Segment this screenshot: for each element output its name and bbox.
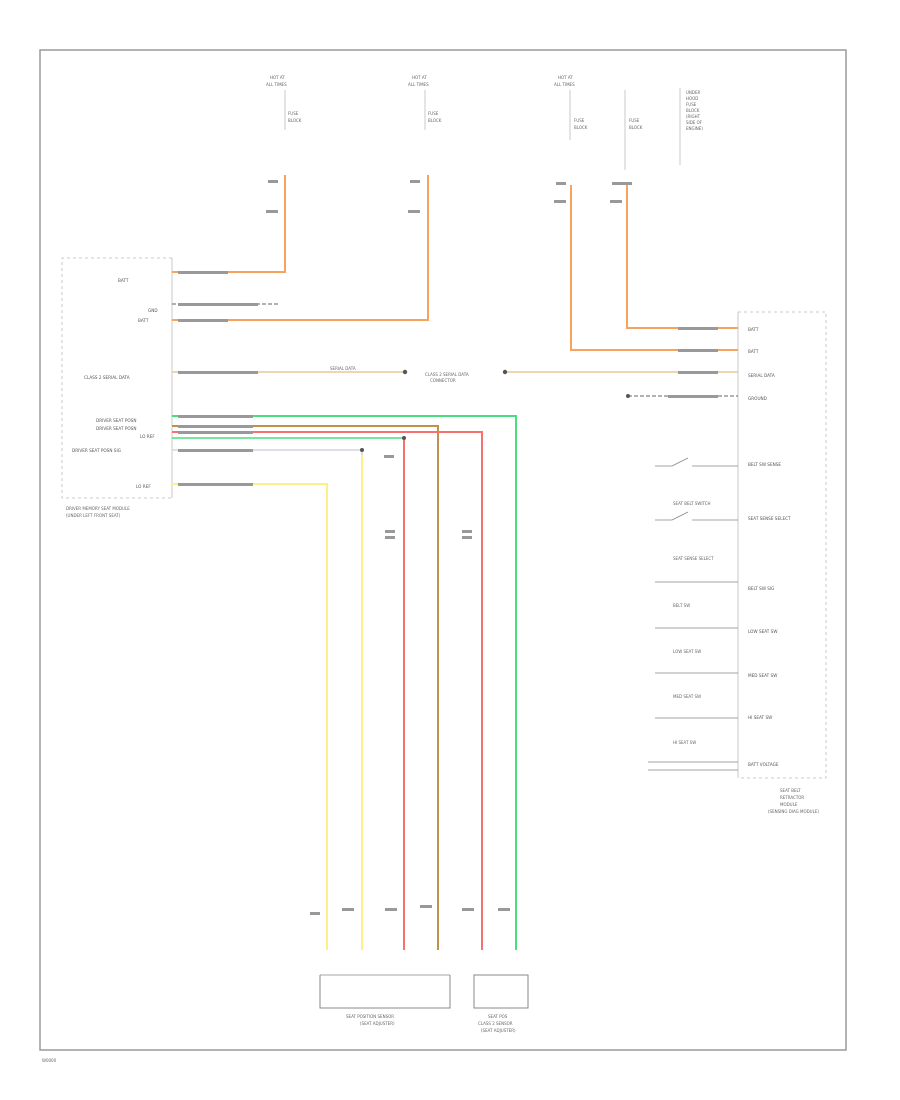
fuse-3-sub: ALL TIMES	[554, 82, 575, 87]
splice-label-left: SERIAL DATA	[330, 366, 356, 371]
left-pin-batt: BATT	[118, 278, 129, 283]
right-pin-serial: SERIAL DATA	[748, 373, 775, 378]
splice-dot-gray	[360, 448, 364, 452]
right-module-name-2: RETRACTOR	[780, 795, 804, 800]
splice-dot-left	[402, 369, 408, 375]
right-pin-belt-sense: BELT SW SENSE	[748, 462, 781, 467]
fuse-3-header: HOT AT	[558, 75, 573, 80]
wire-red-2	[172, 431, 483, 950]
wire-yellow-1	[172, 483, 328, 950]
fuse-3-name: FUSE	[574, 118, 585, 123]
fuse-1-name: FUSE	[288, 111, 299, 116]
sensor-2-name-2: CLASS 2 SENSOR	[478, 1021, 513, 1026]
fuse-4-loc: BLOCK	[629, 125, 643, 130]
fuse-2-header: HOT AT	[412, 75, 427, 80]
right-module-name-1: SEAT BELT	[780, 788, 801, 793]
fuse-1-sub: ALL TIMES	[266, 82, 287, 87]
driver-memory-seat-module: BATT GND BATT CLASS 2 SERIAL DATA DRIVER…	[61, 257, 173, 518]
splice-labels: CLASS 2 SERIAL DATA CONNECTOR SERIAL DAT…	[330, 366, 469, 383]
wire-orange-4	[626, 185, 738, 329]
left-module-name: DRIVER MEMORY SEAT MODULE	[66, 506, 130, 511]
splice-points	[360, 369, 630, 452]
switch-label-med: MED SEAT SW	[673, 694, 701, 699]
note-line-7: ENGINE)	[686, 126, 703, 131]
left-pin-gnd: GND	[148, 308, 158, 313]
right-pin-batt-2: BATT	[748, 349, 759, 354]
fuse-2-loc: BLOCK	[428, 118, 442, 123]
sensor-1-location: (SEAT ADJUSTER)	[360, 1021, 395, 1026]
note-line-6: SIDE OF	[686, 120, 703, 125]
right-module-name-3: MODULE	[780, 802, 798, 807]
fuse-2: HOT AT ALL TIMES FUSE BLOCK	[408, 75, 442, 130]
fuse-2-name: FUSE	[428, 111, 439, 116]
fuse-2-sub: ALL TIMES	[408, 82, 429, 87]
switch-label-low: LOW SEAT SW	[673, 649, 701, 654]
left-pin-posn-2: DRIVER SEAT POSN	[96, 426, 136, 431]
splice-dot-green	[402, 436, 406, 440]
left-pin-posn-1: DRIVER SEAT POSN	[96, 418, 136, 423]
wire-orange-2	[172, 175, 429, 321]
note-line-5: (RIGHT	[686, 114, 701, 119]
fuse-block-note: UNDER HOOD FUSE BLOCK (RIGHT SIDE OF ENG…	[679, 88, 703, 165]
left-module-location: (UNDER LEFT FRONT SEAT)	[66, 513, 121, 518]
seat-switches	[648, 457, 738, 771]
diagram-frame	[39, 49, 847, 1051]
left-pin-serial: CLASS 2 SERIAL DATA	[84, 375, 130, 380]
seat-pos-class2-sensor: SEAT POS CLASS 2 SENSOR (SEAT ADJUSTER)	[473, 974, 529, 1033]
right-pin-batt-volt: BATT VOLTAGE	[748, 762, 779, 767]
fuse-4-name: FUSE	[629, 118, 640, 123]
sensor-2-location: (SEAT ADJUSTER)	[481, 1028, 516, 1033]
left-pin-batt-2: BATT	[138, 318, 149, 323]
right-pin-ground: GROUND	[748, 396, 767, 401]
diagram-id: W0000	[42, 1058, 57, 1063]
right-pin-belt-sig: BELT SW SIG	[748, 586, 774, 591]
wire-brown	[172, 425, 439, 950]
left-pin-loref-2: LO REF	[136, 484, 151, 489]
switch-label-belt: SEAT BELT SWITCH	[673, 501, 711, 506]
wire-orange-1	[172, 175, 286, 273]
right-module-name-4: (SENSING DIAG MODULE)	[768, 809, 819, 814]
splice-label-1: CLASS 2 SERIAL DATA	[425, 372, 469, 377]
note-line-1: UNDER	[686, 90, 701, 95]
wire-tags	[178, 180, 718, 915]
splice-dot-ground	[626, 394, 630, 398]
wires	[172, 175, 738, 950]
wire-green-2	[172, 437, 405, 950]
switch-labels: SEAT BELT SWITCH SEAT SENSE SELECT BELT …	[673, 501, 714, 745]
switch-label-select: SEAT SENSE SELECT	[673, 556, 714, 561]
seat-belt-retractor-module: BATT BATT SERIAL DATA GROUND BELT SW SEN…	[737, 311, 827, 814]
note-line-3: FUSE	[686, 102, 697, 107]
fuse-1-loc: BLOCK	[288, 118, 302, 123]
right-pin-med: MED SEAT SW	[748, 673, 777, 678]
splice-label-2: CONNECTOR	[430, 378, 456, 383]
switch-label-hi: HI SEAT SW	[673, 740, 696, 745]
splice-dot-right	[502, 369, 508, 375]
fuse-1-header: HOT AT	[270, 75, 285, 80]
wire-gray	[172, 449, 363, 950]
seat-position-sensor: SEAT POSITION SENSOR (SEAT ADJUSTER)	[319, 974, 451, 1026]
right-pin-seat-select: SEAT SENSE SELECT	[748, 516, 791, 521]
fuse-3-loc: BLOCK	[574, 125, 588, 130]
sensor-2-name-1: SEAT POS	[488, 1014, 508, 1019]
left-pin-loref: LO REF	[140, 434, 155, 439]
wire-green-1	[172, 415, 517, 950]
fuse-1: HOT AT ALL TIMES FUSE BLOCK	[266, 75, 302, 130]
right-pin-hi: HI SEAT SW	[748, 715, 772, 720]
note-line-4: BLOCK	[686, 108, 700, 113]
sensor-1-name: SEAT POSITION SENSOR	[346, 1014, 394, 1019]
left-pin-posn-sig: DRIVER SEAT POSN SIG	[72, 448, 121, 453]
right-pin-batt: BATT	[748, 327, 759, 332]
note-line-2: HOOD	[686, 96, 698, 101]
right-pin-low: LOW SEAT SW	[748, 629, 777, 634]
switch-label-belt-sw: BELT SW	[673, 603, 690, 608]
fuse-3: HOT AT ALL TIMES FUSE BLOCK FUSE BLOCK	[554, 75, 643, 170]
wire-orange-3	[570, 185, 738, 351]
